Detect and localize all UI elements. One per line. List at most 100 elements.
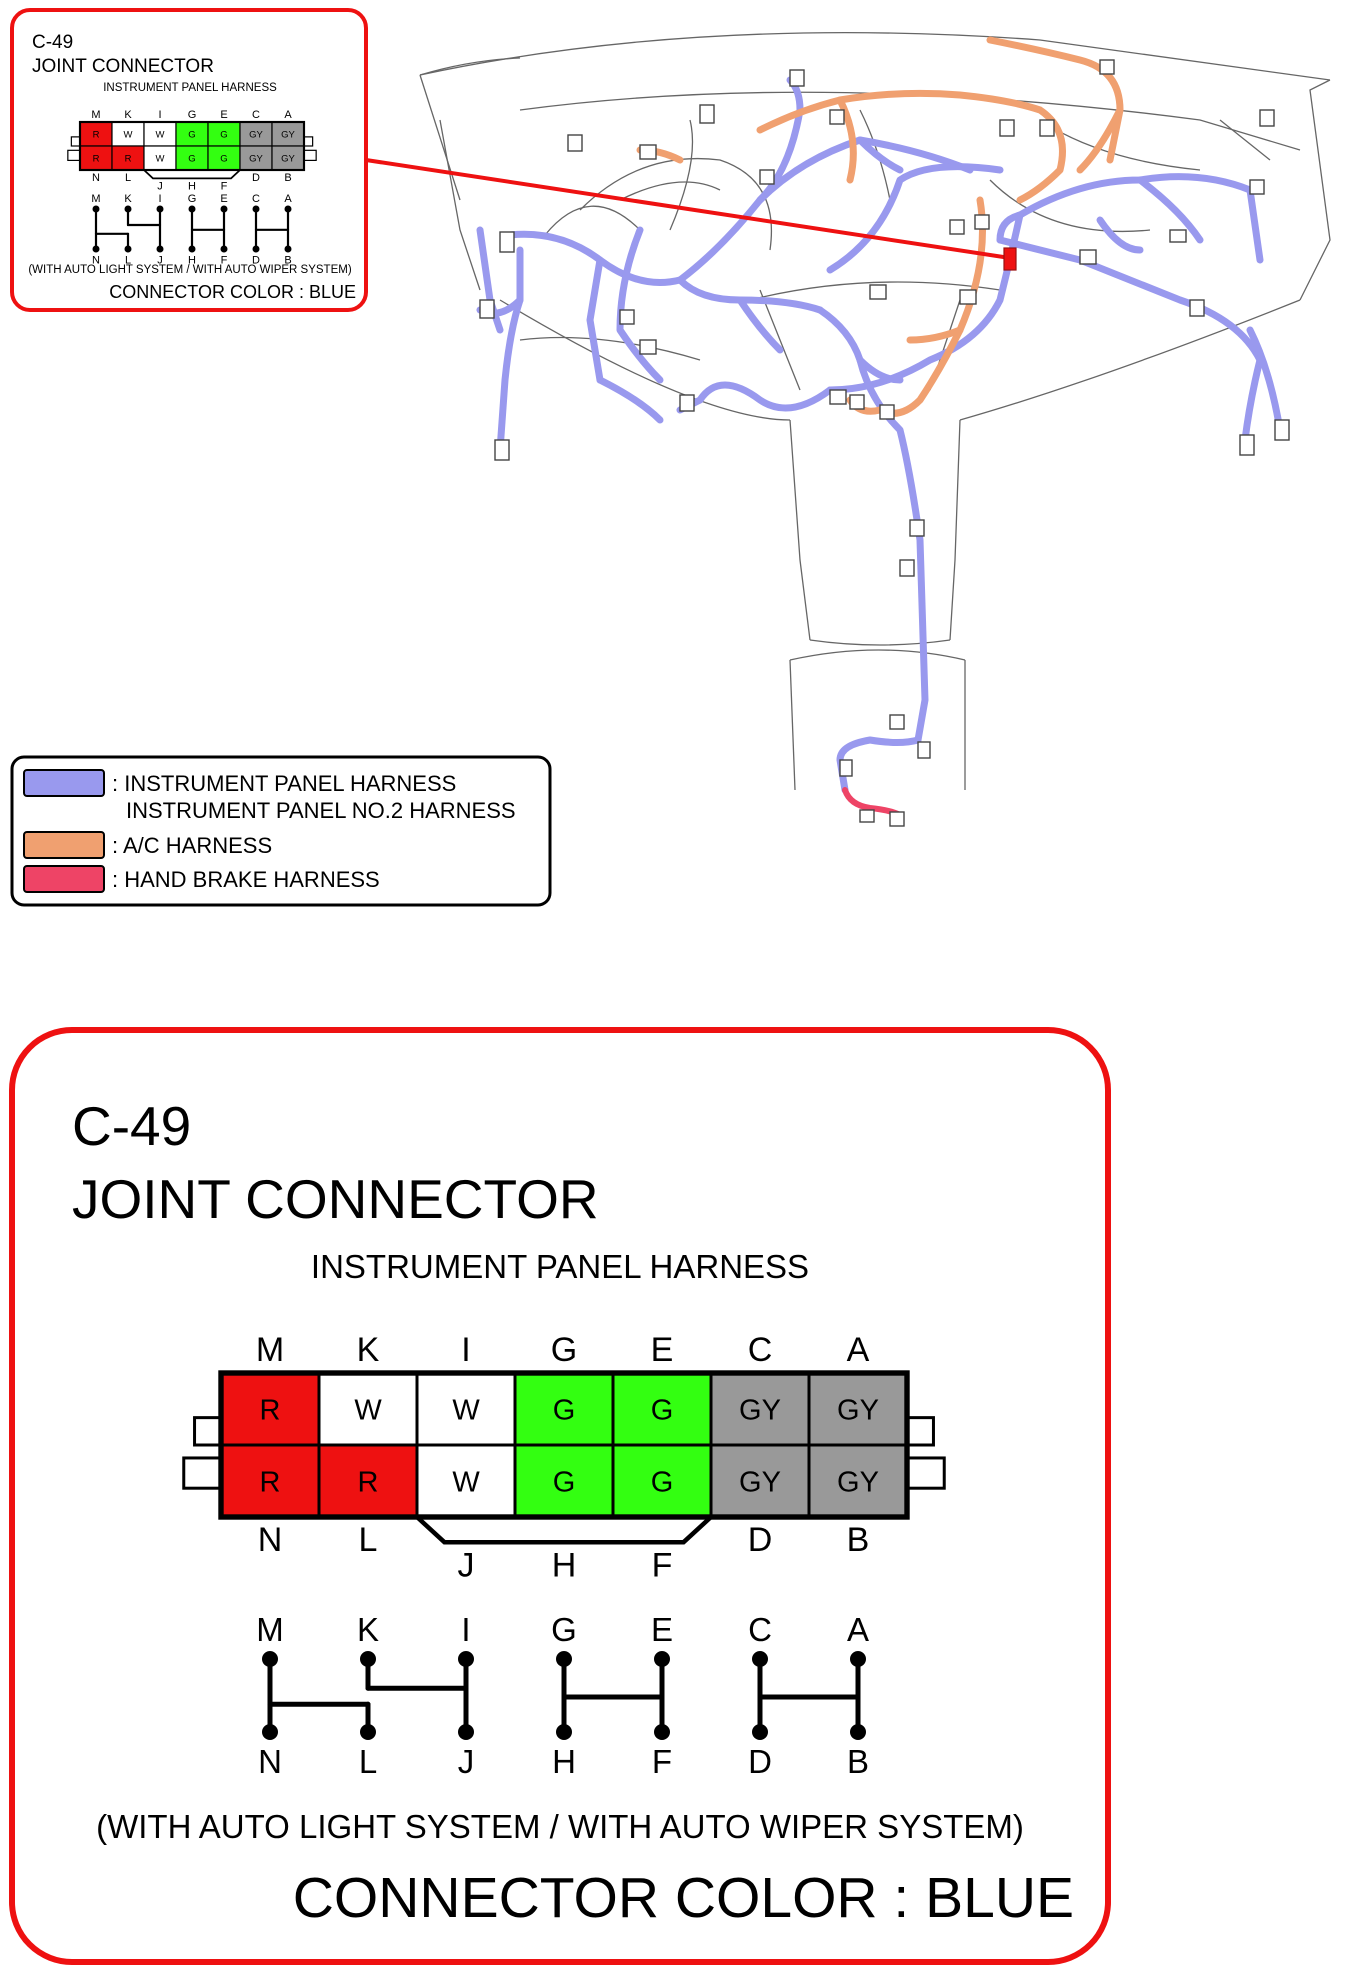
small-connector-id: C-49 bbox=[32, 32, 73, 53]
schematic-label-top: C bbox=[252, 193, 260, 205]
small-connector-color: CONNECTOR COLOR : BLUE bbox=[109, 282, 356, 302]
connector-blocks bbox=[479, 59, 1290, 827]
legend-sublabel-instrument-panel-no2: INSTRUMENT PANEL NO.2 HARNESS bbox=[126, 798, 516, 823]
pin-dot-A bbox=[284, 205, 292, 213]
pin-label-bottom: L bbox=[125, 172, 131, 184]
pin-dot-I bbox=[156, 205, 164, 213]
pin-label-bottom: D bbox=[252, 172, 260, 184]
pin-dot-J bbox=[156, 245, 164, 253]
pin-dot-A bbox=[850, 1651, 866, 1667]
pin-dot-D bbox=[752, 1724, 768, 1740]
pin-wire-color: R bbox=[260, 1466, 281, 1498]
connector-skirt bbox=[143, 169, 241, 180]
pin-wire-color: G bbox=[220, 129, 227, 140]
pin-dot-E bbox=[220, 205, 228, 213]
schematic-label-bottom: L bbox=[125, 255, 131, 267]
schematic-label-top: C bbox=[748, 1611, 772, 1648]
pin-dot-E bbox=[654, 1651, 670, 1667]
schematic-label-top: G bbox=[188, 193, 197, 205]
pin-label-bottom: B bbox=[284, 172, 291, 184]
pin-wire-color: GY bbox=[739, 1394, 781, 1426]
pin-dot-G bbox=[556, 1651, 572, 1667]
pin-label-bottom: H bbox=[188, 180, 196, 192]
pin-label-top: I bbox=[158, 109, 161, 121]
schematic-label-bottom: D bbox=[252, 255, 260, 267]
connector-color-label: CONNECTOR COLOR : BLUE bbox=[293, 1866, 1074, 1930]
pin-label-top: K bbox=[357, 1331, 380, 1369]
pin-wire-color: GY bbox=[281, 129, 295, 140]
pin-cell-L bbox=[111, 145, 145, 171]
pin-label-top: E bbox=[651, 1331, 674, 1369]
schematic-label-top: K bbox=[357, 1611, 379, 1648]
pin-wire-color: R bbox=[358, 1466, 379, 1498]
connector-id: C-49 bbox=[72, 1095, 191, 1157]
pin-wire-color: GY bbox=[249, 129, 263, 140]
pin-label-top: K bbox=[124, 109, 132, 121]
pin-wire-color: G bbox=[553, 1466, 576, 1498]
schematic-label-top: A bbox=[847, 1611, 869, 1648]
schematic-label-bottom: H bbox=[188, 255, 196, 267]
connector-skirt bbox=[415, 1515, 713, 1545]
schematic-label-bottom: L bbox=[359, 1743, 377, 1780]
pin-label-bottom: H bbox=[552, 1547, 577, 1585]
schematic-label-top: K bbox=[124, 193, 132, 205]
pin-dot-L bbox=[124, 245, 132, 253]
small-condition-text: (WITH AUTO LIGHT SYSTEM / WITH AUTO WIPE… bbox=[28, 264, 351, 276]
pin-cell-C bbox=[709, 1371, 811, 1447]
schematic-label-bottom: N bbox=[92, 255, 100, 267]
condition-text: (WITH AUTO LIGHT SYSTEM / WITH AUTO WIPE… bbox=[96, 1808, 1024, 1845]
schematic-label-top: I bbox=[461, 1611, 470, 1648]
pin-wire-color: GY bbox=[837, 1394, 879, 1426]
pin-label-bottom: F bbox=[652, 1547, 673, 1585]
pin-wire-color: GY bbox=[249, 153, 263, 164]
pin-label-bottom: J bbox=[458, 1547, 475, 1585]
harness-legend: : INSTRUMENT PANEL HARNESS INSTRUMENT PA… bbox=[10, 755, 552, 907]
schematic-label-bottom: H bbox=[552, 1743, 576, 1780]
pin-wire-color: R bbox=[93, 129, 100, 140]
pin-wire-color: G bbox=[651, 1394, 674, 1426]
small-connector-name: JOINT CONNECTOR bbox=[32, 56, 214, 77]
pin-wire-color: W bbox=[452, 1394, 480, 1426]
pin-wire-color: W bbox=[452, 1466, 480, 1498]
pin-dot-H bbox=[188, 245, 196, 253]
connector-tab-right-upper bbox=[905, 1416, 935, 1447]
pin-label-bottom: B bbox=[847, 1521, 870, 1559]
pin-label-bottom: N bbox=[92, 172, 100, 184]
pin-wire-color: GY bbox=[837, 1466, 879, 1498]
pin-dot-C bbox=[752, 1651, 768, 1667]
connector-tab-left-lower bbox=[182, 1456, 223, 1490]
pin-dot-K bbox=[124, 205, 132, 213]
pin-cell-I bbox=[143, 121, 177, 147]
small-connector-diagram: RRWRWWGGGGGYGYGYGYMNKLIJGHEFCDABMNKLIJGH… bbox=[67, 109, 317, 267]
pin-wire-color: GY bbox=[739, 1466, 781, 1498]
connector-tab-right-lower bbox=[905, 1456, 946, 1490]
schematic-label-top: I bbox=[158, 193, 161, 205]
connector-tab-right-lower bbox=[303, 149, 317, 162]
pin-dot-M bbox=[262, 1651, 278, 1667]
pin-dot-F bbox=[220, 245, 228, 253]
connector-callout-small: C-49 JOINT CONNECTOR INSTRUMENT PANEL HA… bbox=[10, 8, 368, 312]
pin-label-top: E bbox=[220, 109, 227, 121]
pin-label-bottom: D bbox=[748, 1521, 773, 1559]
schematic-label-top: E bbox=[651, 1611, 673, 1648]
harness-name: INSTRUMENT PANEL HARNESS bbox=[311, 1248, 809, 1285]
schematic-label-bottom: B bbox=[847, 1743, 869, 1780]
pin-cell-A bbox=[807, 1371, 909, 1447]
ac-harness bbox=[636, 36, 1124, 417]
schematic-label-top: M bbox=[91, 193, 100, 205]
schematic-label-top: A bbox=[284, 193, 292, 205]
pin-label-bottom: L bbox=[359, 1521, 378, 1559]
pin-dot-D bbox=[252, 245, 260, 253]
pin-dot-G bbox=[188, 205, 196, 213]
pin-dot-M bbox=[92, 205, 100, 213]
pin-dot-B bbox=[850, 1724, 866, 1740]
connector-callout-large: C-49 JOINT CONNECTOR INSTRUMENT PANEL HA… bbox=[9, 1027, 1111, 1965]
pin-wire-color: G bbox=[553, 1394, 576, 1426]
instrument-panel-harness bbox=[476, 76, 1284, 794]
pin-label-top: C bbox=[252, 109, 260, 121]
pin-wire-color: G bbox=[220, 153, 227, 164]
connector-name: JOINT CONNECTOR bbox=[72, 1168, 599, 1230]
legend-swatch-instrument-panel bbox=[23, 769, 105, 797]
